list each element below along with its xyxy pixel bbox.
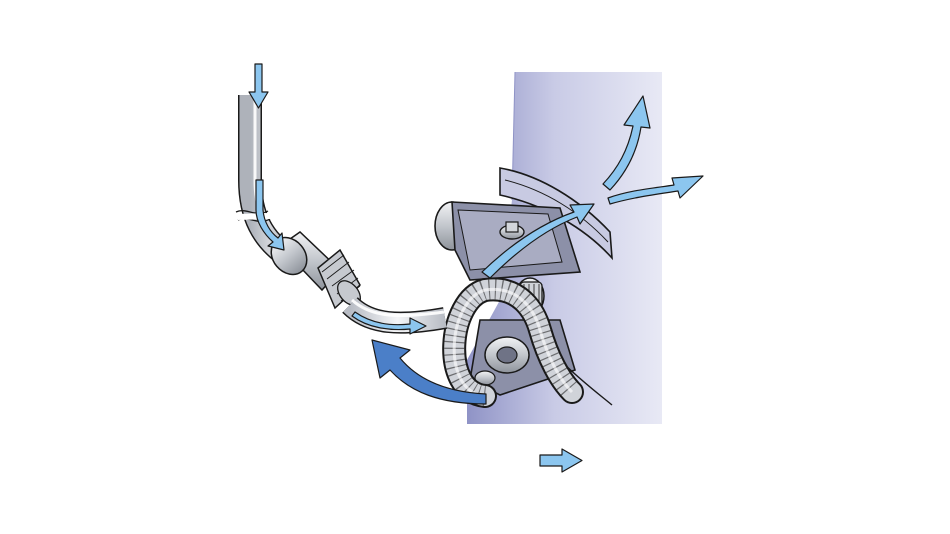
flow-arrows bbox=[248, 63, 704, 473]
arrow-right-icon bbox=[602, 95, 651, 191]
arrow-right-icon bbox=[607, 175, 704, 205]
supply-tube bbox=[235, 95, 297, 269]
curved-arrow-icon bbox=[371, 339, 487, 405]
arrow-down-icon bbox=[248, 63, 269, 109]
arrow-right-icon bbox=[539, 448, 583, 473]
outlet-tube bbox=[342, 296, 447, 334]
arrow-right-icon bbox=[481, 203, 595, 279]
corrugated-hose bbox=[442, 277, 584, 408]
arrow-right-icon bbox=[351, 311, 427, 335]
arrow-down-icon bbox=[255, 179, 285, 251]
clamp-housing bbox=[434, 201, 582, 281]
